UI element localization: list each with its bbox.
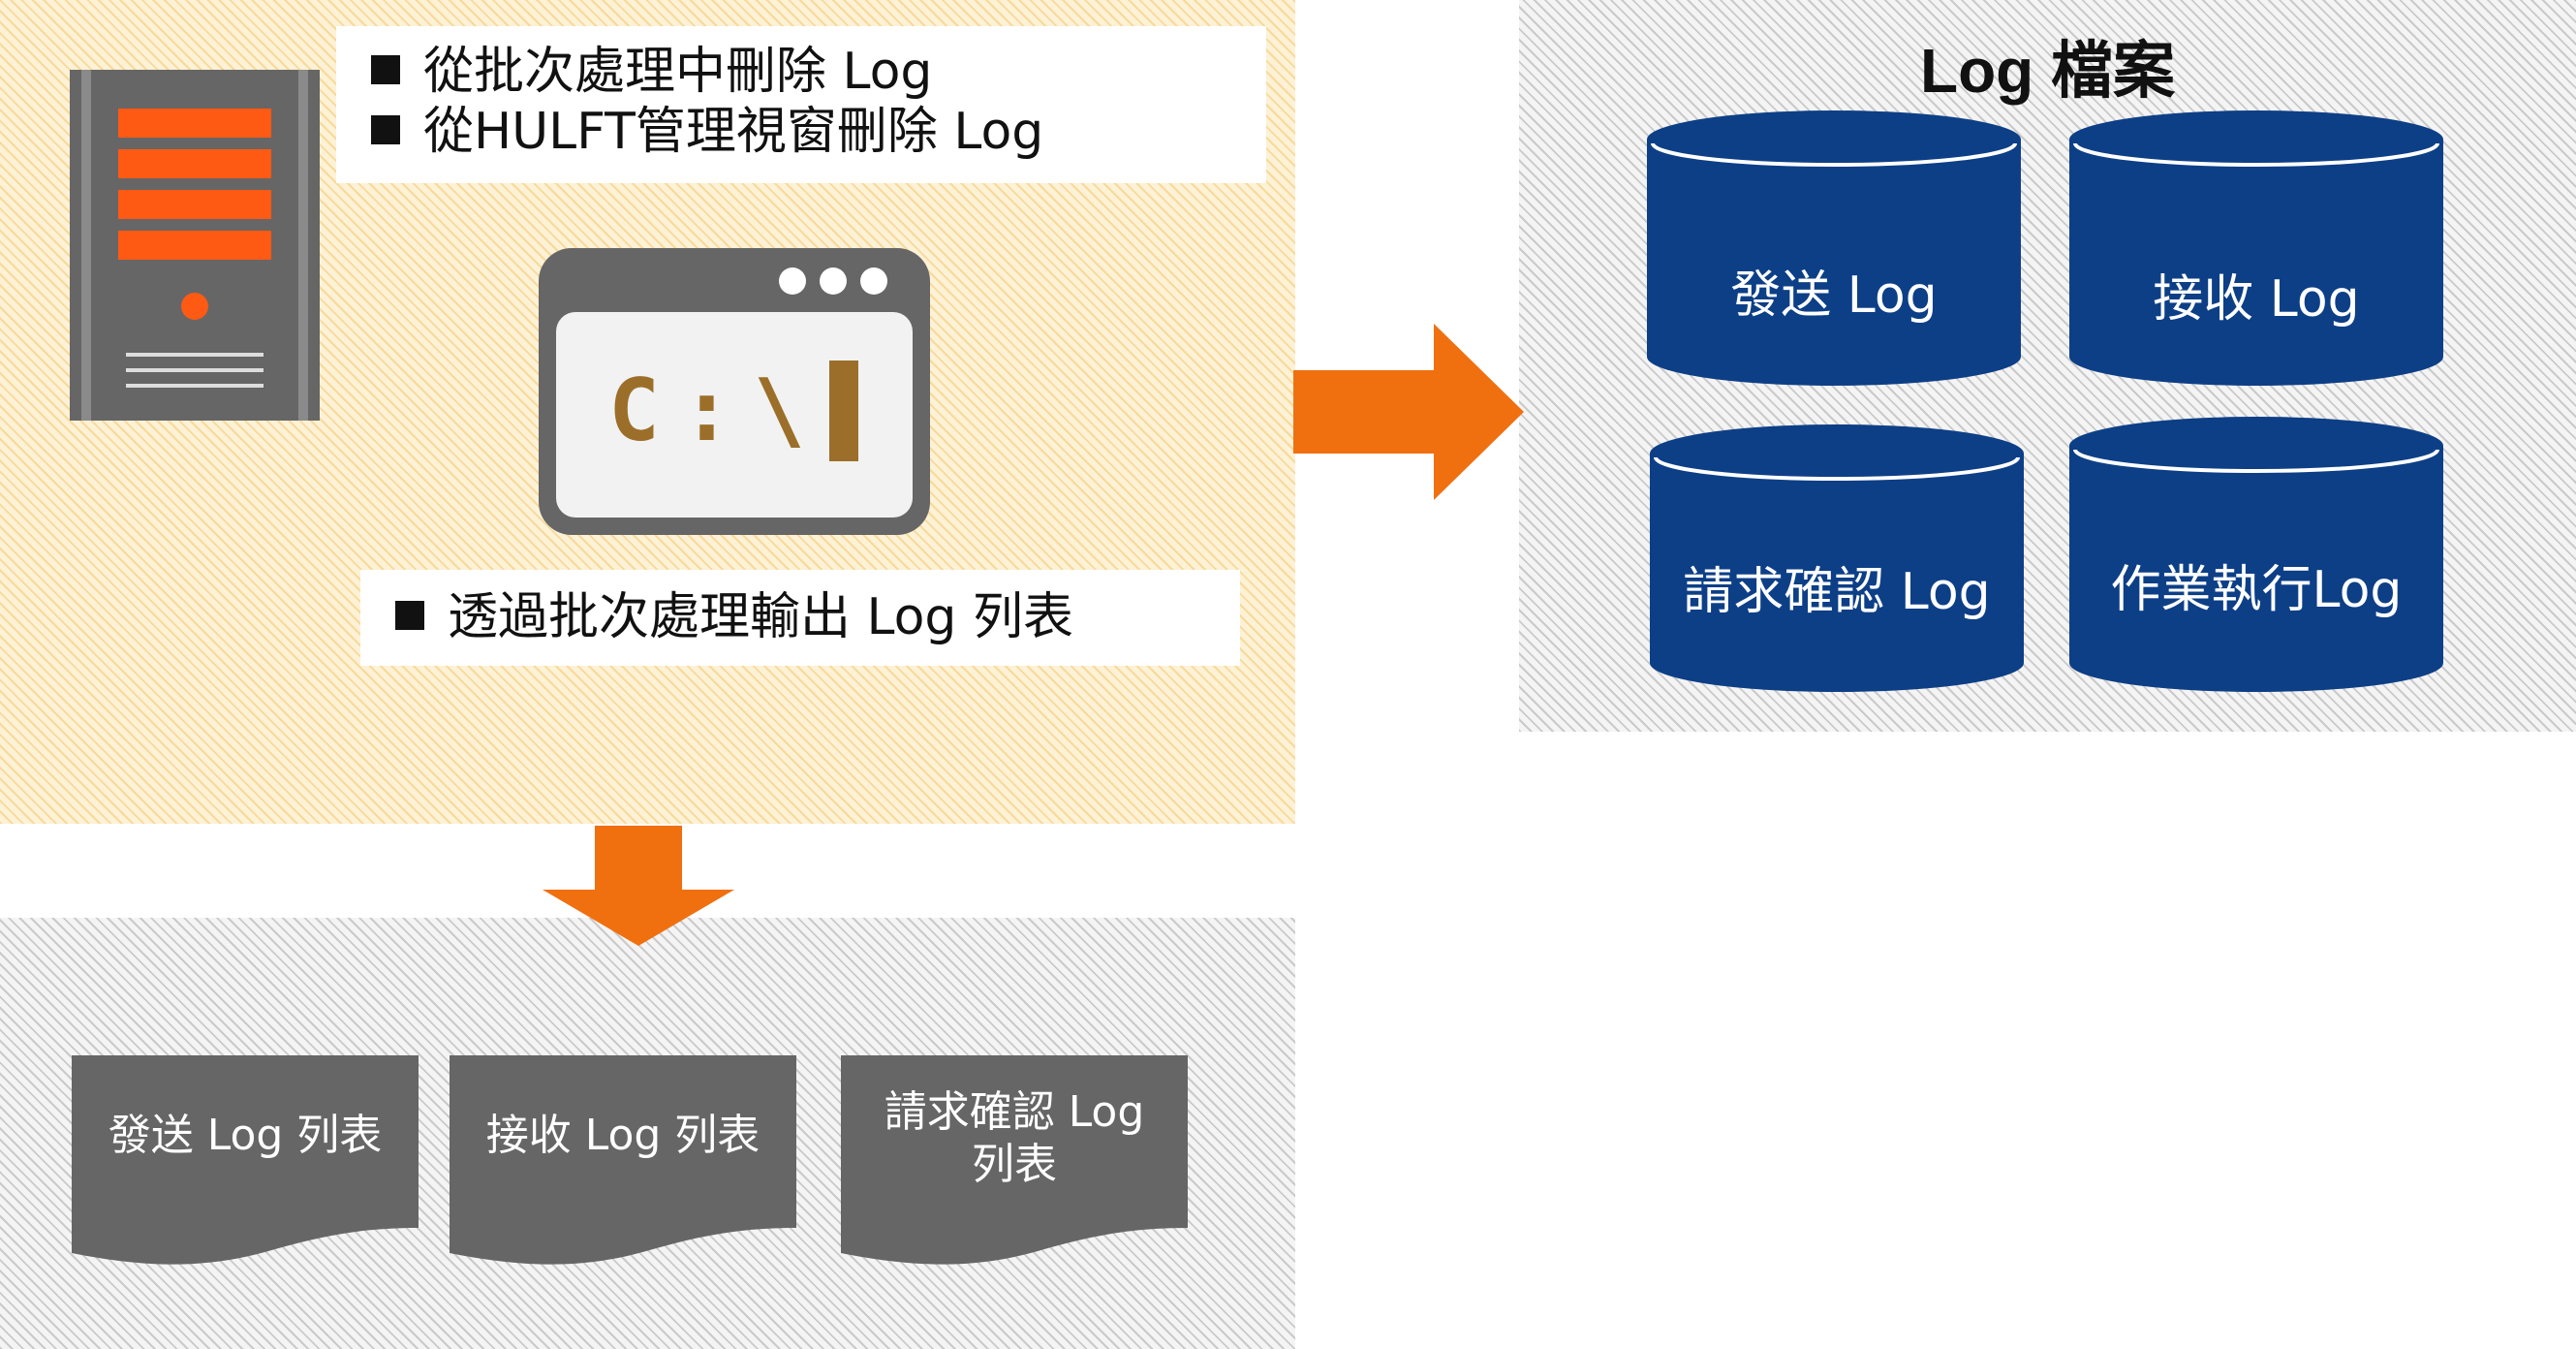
document-label: 接收 Log 列表 — [485, 1111, 760, 1160]
delete-log-methods-box: 從批次處理中刪除 Log 從HULFT管理視窗刪除 Log — [336, 26, 1266, 183]
log-files-title: Log 檔案 — [1919, 36, 2176, 106]
document-label-line1: 請求確認 Log — [884, 1087, 1145, 1137]
document-receive-log-list: 接收 Log 列表 — [450, 1055, 796, 1265]
document-icon — [72, 1055, 419, 1265]
document-label-line2: 列表 — [972, 1140, 1057, 1189]
database-cylinder-icon — [2069, 417, 2443, 692]
command-prompt-icon — [539, 248, 930, 535]
cylinder-send-log: 發送 Log — [1647, 110, 2021, 386]
list-item: 從HULFT管理視窗刪除 Log — [371, 102, 1266, 162]
document-icon — [450, 1055, 796, 1265]
output-log-list-box: 透過批次處理輸出 Log 列表 — [360, 570, 1240, 666]
document-icon — [841, 1055, 1188, 1265]
database-cylinder-icon — [1650, 424, 2024, 692]
list-item: 從批次處理中刪除 Log — [371, 42, 1266, 102]
console-window: C:\ — [539, 248, 930, 535]
list-item: 透過批次處理輸出 Log 列表 — [395, 587, 1240, 647]
cylinder-label: 發送 Log — [1730, 267, 1938, 325]
cylinder-receive-log: 接收 Log — [2069, 110, 2443, 386]
square-bullet-icon — [371, 55, 400, 84]
database-cylinder-icon — [2069, 110, 2443, 386]
document-send-log-list: 發送 Log 列表 — [72, 1055, 419, 1265]
cylinder-label: 接收 Log — [2153, 270, 2360, 329]
cylinder-request-confirm-log: 請求確認 Log — [1650, 424, 2024, 692]
arrow-down-icon — [543, 826, 734, 946]
document-request-confirm-log-list: 請求確認 Log 列表 — [841, 1055, 1188, 1265]
square-bullet-icon — [371, 115, 400, 144]
server-icon — [70, 70, 320, 421]
cylinder-label: 請求確認 Log — [1683, 563, 1991, 621]
cylinder-label: 作業執行Log — [2110, 561, 2403, 619]
document-label: 發送 Log 列表 — [108, 1111, 383, 1160]
console-prompt-text: C:\ — [608, 361, 826, 460]
cylinder-job-execution-log: 作業執行Log — [2069, 417, 2443, 692]
database-cylinder-icon — [1647, 110, 2021, 386]
square-bullet-icon — [395, 601, 424, 630]
arrow-right-icon — [1293, 324, 1524, 500]
